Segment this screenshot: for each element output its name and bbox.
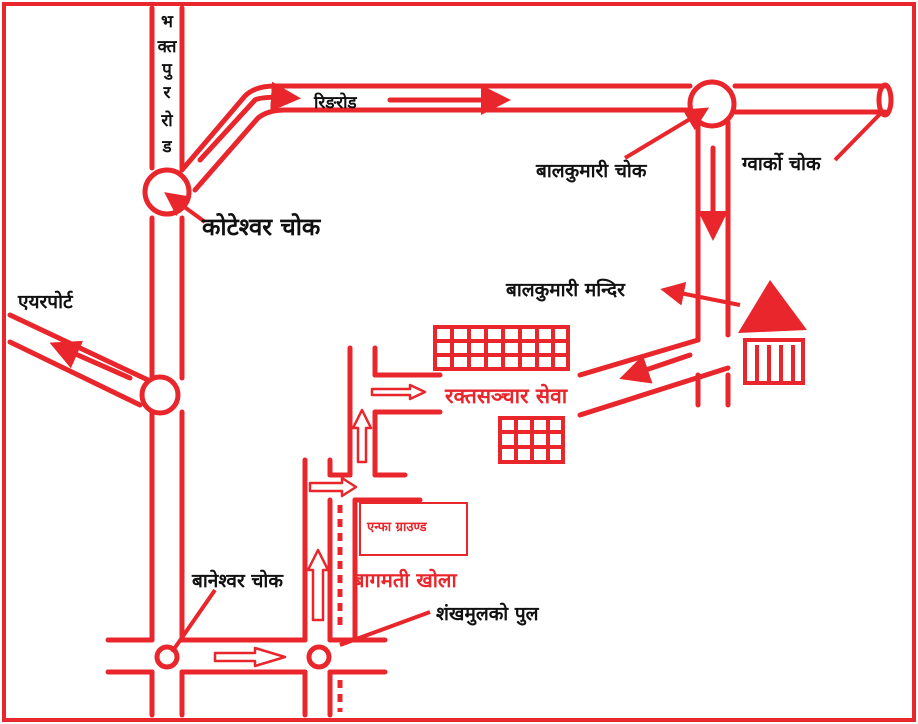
hollow-arrow-icon xyxy=(370,383,427,401)
airport-road xyxy=(7,312,151,408)
hollow-arrow-icon xyxy=(306,548,330,622)
pointer-gwarko xyxy=(833,110,884,162)
ring-road-label: रिङरोड xyxy=(313,92,358,113)
direction-arrow-icon xyxy=(619,352,693,384)
bhaktapur-road-label-4: र xyxy=(163,83,172,103)
pointer-balkumari-chowk xyxy=(623,107,710,160)
direction-arrow-icon xyxy=(197,81,301,163)
building-icon xyxy=(433,325,570,371)
airport-roundabout xyxy=(139,374,181,416)
bagmati-river-label: बागमती खोला xyxy=(352,568,457,592)
pointer-shankhamul xyxy=(339,610,431,647)
hollow-arrow-icon xyxy=(308,476,358,498)
side-street xyxy=(302,345,423,718)
bhaktapur-road-label-3: पु xyxy=(161,60,173,80)
pointer-balkumari-mandir xyxy=(660,281,741,307)
shankhamul-bridge-label: शंखमुलको पुल xyxy=(436,602,540,626)
gwarko-chowk-label: ग्वार्को चोक xyxy=(741,152,822,175)
baneshwor-road xyxy=(105,637,388,675)
bhaktapur-road-label-1: भ xyxy=(161,12,174,32)
pointer-koteshwor xyxy=(164,192,207,224)
anfa-ground-label: एन्फा ग्राउण्ड xyxy=(366,520,428,535)
anfa-ground-box xyxy=(359,502,468,556)
balkumari-mandir-label: बालकुमारी मन्दिर xyxy=(505,278,626,302)
blood-service-label: रक्तसञ्चार सेवा xyxy=(444,383,569,408)
shankhamul-roundabout xyxy=(306,644,332,670)
baneshwor-roundabout xyxy=(154,644,180,670)
baneshwor-chowk-label: बानेश्वर चोक xyxy=(191,569,284,592)
building-icon xyxy=(498,416,565,464)
koteshwor-chowk-label: कोटेश्वर चोक xyxy=(201,213,322,241)
direction-arrow-icon xyxy=(49,340,133,381)
pointer-baneshwor xyxy=(170,588,217,654)
balkumari-roundabout xyxy=(687,79,737,129)
gwarko-road-end xyxy=(876,82,894,118)
airport-label: एयरपोर्ट xyxy=(17,290,74,313)
temple-icon xyxy=(738,280,807,385)
bhaktapur-road xyxy=(149,5,185,718)
bhaktapur-road-label-6: ड xyxy=(161,137,172,157)
bhaktapur-road-label-2: क्त xyxy=(157,37,178,57)
bhaktapur-road-label-5: रो xyxy=(160,110,173,131)
hollow-arrow-icon xyxy=(351,408,373,464)
balkumari-chowk-label: बालकुमारी चोक xyxy=(535,159,648,183)
hollow-arrow-icon xyxy=(213,646,287,668)
